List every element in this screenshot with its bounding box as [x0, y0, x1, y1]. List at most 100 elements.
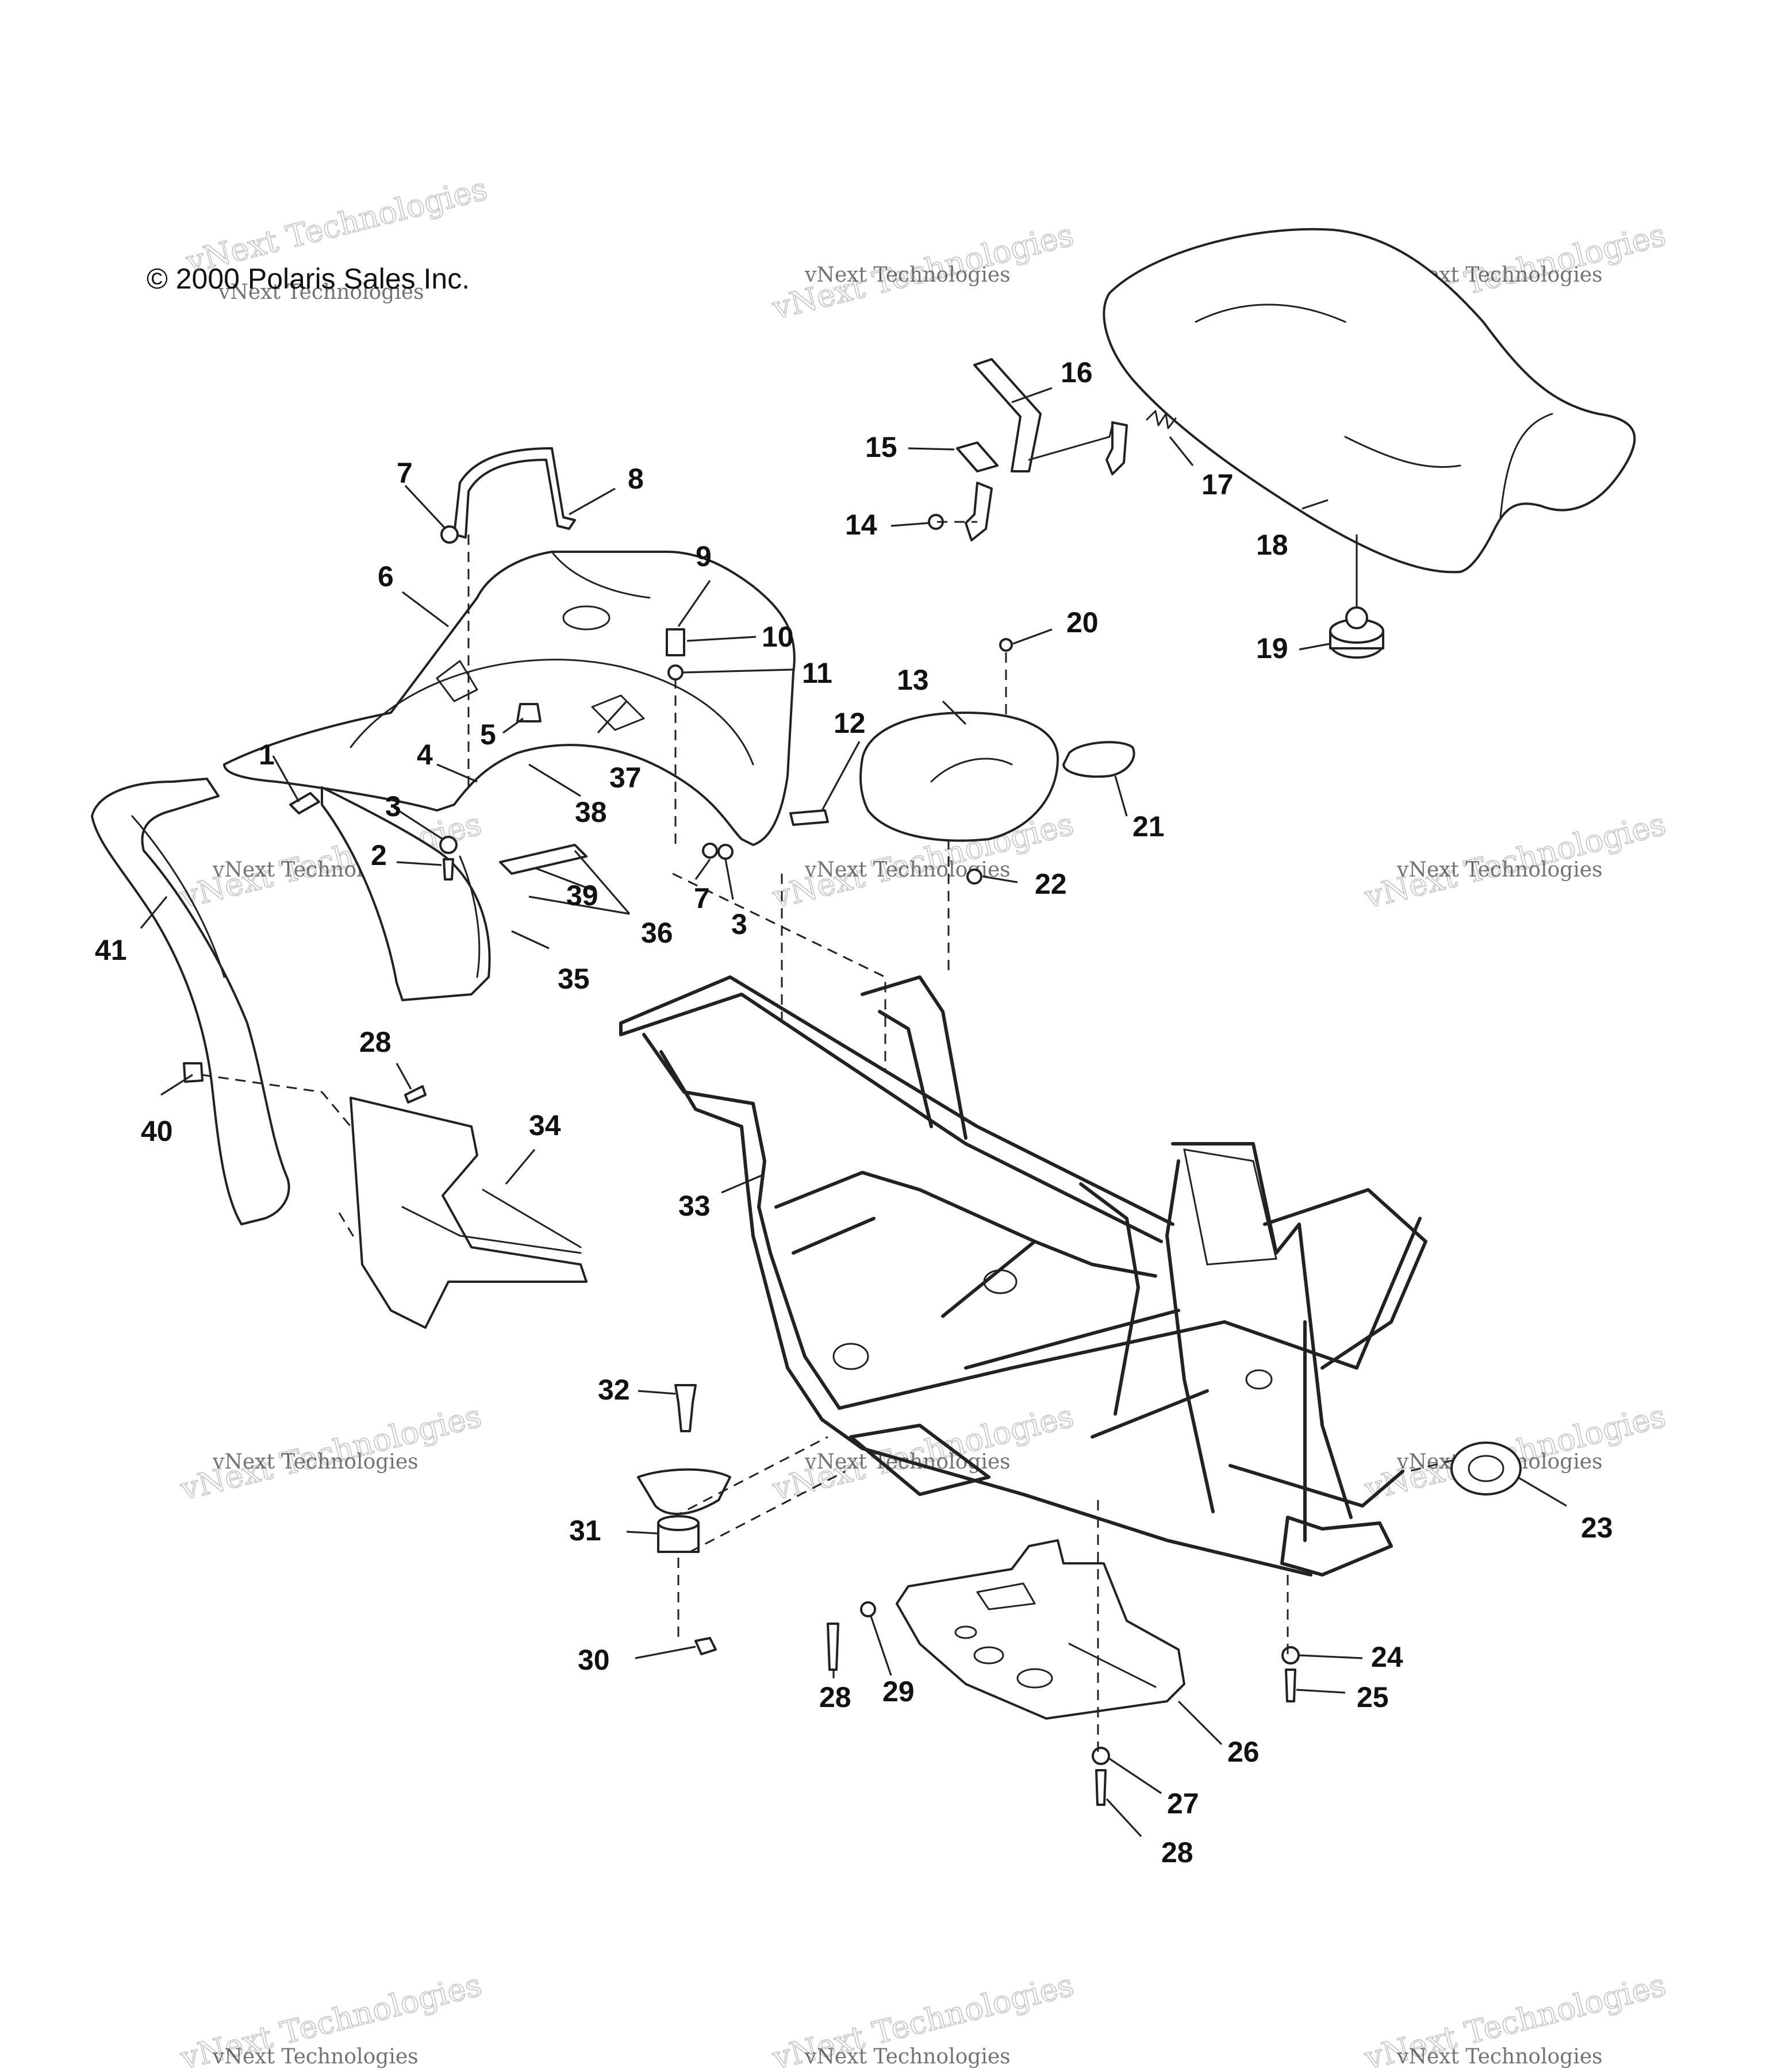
fastener-1: [289, 792, 320, 814]
callout-30: 30: [578, 1644, 610, 1676]
fastener-5: [516, 703, 542, 722]
footwell-part: [350, 1097, 588, 1329]
callout-1: 1: [259, 739, 275, 771]
callout-35: 35: [558, 963, 590, 995]
fasteners: [183, 525, 1522, 1806]
fastener-11: [667, 664, 684, 681]
nut-30: [694, 1637, 717, 1655]
washer-24: [1281, 1646, 1300, 1664]
callout-9: 9: [696, 540, 712, 572]
bolt-32: [674, 1384, 697, 1432]
watermark-8: vNext Technologies vNext Technologies: [768, 1397, 1077, 1508]
svg-text:vNext Technologies: vNext Technologies: [804, 2045, 1011, 2069]
callout-40: 40: [141, 1115, 173, 1147]
side-rail-part: [91, 778, 290, 1225]
callout-13: 13: [897, 664, 929, 696]
bracket-31-plate: [637, 1468, 731, 1515]
callout-29: 29: [882, 1675, 915, 1708]
brace-part: [499, 844, 588, 875]
callout-16: 16: [1061, 356, 1093, 389]
fastener-2: [443, 858, 454, 881]
fender-side-part: [321, 786, 491, 1001]
callout-28-top: 28: [359, 1026, 391, 1058]
bumper-23: [1450, 1441, 1522, 1496]
callout-21: 21: [1132, 810, 1165, 843]
callout-7-second: 7: [694, 882, 710, 914]
seat-latch-part: [965, 358, 1128, 541]
callout-6: 6: [378, 560, 394, 593]
rear-fender-part: [223, 551, 796, 846]
callout-3-second: 3: [731, 908, 747, 940]
callout-5: 5: [480, 718, 496, 751]
skid-plate-part: [896, 1539, 1185, 1720]
watermark-2: vNext Technologies vNext Technologies: [768, 216, 1077, 327]
callout-20: 20: [1066, 606, 1099, 639]
spring-part: [1146, 410, 1177, 429]
bolt-28-left: [827, 1623, 839, 1671]
callout-22: 22: [1035, 868, 1067, 900]
lens-part: [1062, 741, 1135, 778]
callout-32: 32: [598, 1374, 630, 1406]
fastener-20: [999, 638, 1013, 652]
callout-28-left: 28: [819, 1681, 851, 1713]
fastener-10: [666, 628, 685, 656]
svg-text:vNext Technologies: vNext Technologies: [218, 280, 424, 304]
callout-31: 31: [569, 1514, 601, 1547]
callout-2: 2: [371, 839, 387, 871]
bolt-25: [1285, 1669, 1296, 1702]
bolt-28-bottom: [1095, 1769, 1107, 1806]
latch-pad-part: [956, 441, 999, 472]
callout-25: 25: [1357, 1681, 1389, 1713]
callout-17: 17: [1201, 468, 1234, 501]
fastener-3-mid: [717, 844, 734, 860]
copyright-text: © 2000 Polaris Sales Inc.: [147, 263, 470, 295]
callout-26: 26: [1227, 1736, 1260, 1768]
callout-3: 3: [385, 790, 401, 822]
callout-18: 18: [1256, 529, 1288, 561]
callout-12: 12: [834, 707, 866, 739]
callout-11: 11: [802, 657, 832, 689]
watermark-6: vNext Technologies vNext Technologies: [1360, 805, 1669, 916]
watermark-7: vNext Technologies vNext Technologies: [176, 1397, 485, 1508]
fastener-7-mid: [702, 843, 718, 859]
callout-38: 38: [575, 796, 607, 828]
callout-23: 23: [1581, 1512, 1613, 1544]
callout-39: 39: [566, 879, 598, 912]
callout-8: 8: [628, 463, 644, 495]
seat-bumper-part: [1329, 606, 1384, 659]
callout-19: 19: [1256, 632, 1288, 664]
callout-10: 10: [762, 621, 794, 653]
callout-14: 14: [845, 509, 877, 541]
callout-7: 7: [397, 457, 413, 489]
rack-handle-part: [453, 447, 576, 539]
callout-labels: 1 2 3 3 4 5 6 7 7 8 9 10 11 12 13 14 15 …: [95, 356, 1613, 1869]
svg-text:vNext Technologies: vNext Technologies: [1396, 2045, 1603, 2069]
fastener-7-top: [440, 525, 459, 544]
washer-29: [860, 1601, 876, 1617]
fastener-3-left: [439, 836, 458, 854]
callout-27: 27: [1167, 1787, 1199, 1820]
leader-lines: [140, 387, 1567, 1837]
svg-text:vNext Technologies: vNext Technologies: [212, 2045, 419, 2069]
fastener-12: [789, 809, 829, 826]
svg-text:vNext Technologies: vNext Technologies: [1396, 858, 1603, 882]
callout-37: 37: [609, 762, 642, 794]
callout-36: 36: [641, 917, 673, 949]
svg-text:vNext Technologies: vNext Technologies: [212, 1450, 419, 1474]
callout-24: 24: [1371, 1641, 1403, 1673]
callout-4: 4: [417, 739, 433, 771]
watermark-9: vNext Technologies vNext Technologies: [1360, 1397, 1669, 1508]
callout-33: 33: [678, 1190, 711, 1222]
assembly-lines: [201, 521, 1455, 1753]
frame-part: [619, 975, 1427, 1577]
watermark-10: vNext Technologies vNext Technologies: [176, 1966, 485, 2072]
washer-27: [1092, 1747, 1110, 1765]
callout-28-bottom: 28: [1161, 1836, 1193, 1869]
fastener-22: [966, 868, 982, 885]
svg-text:vNext Technologies: vNext Technologies: [804, 263, 1011, 287]
watermark-11: vNext Technologies vNext Technologies: [768, 1966, 1077, 2072]
cover-part: [859, 712, 1059, 842]
callout-41: 41: [95, 934, 127, 966]
watermark-12: vNext Technologies vNext Technologies: [1360, 1966, 1669, 2072]
